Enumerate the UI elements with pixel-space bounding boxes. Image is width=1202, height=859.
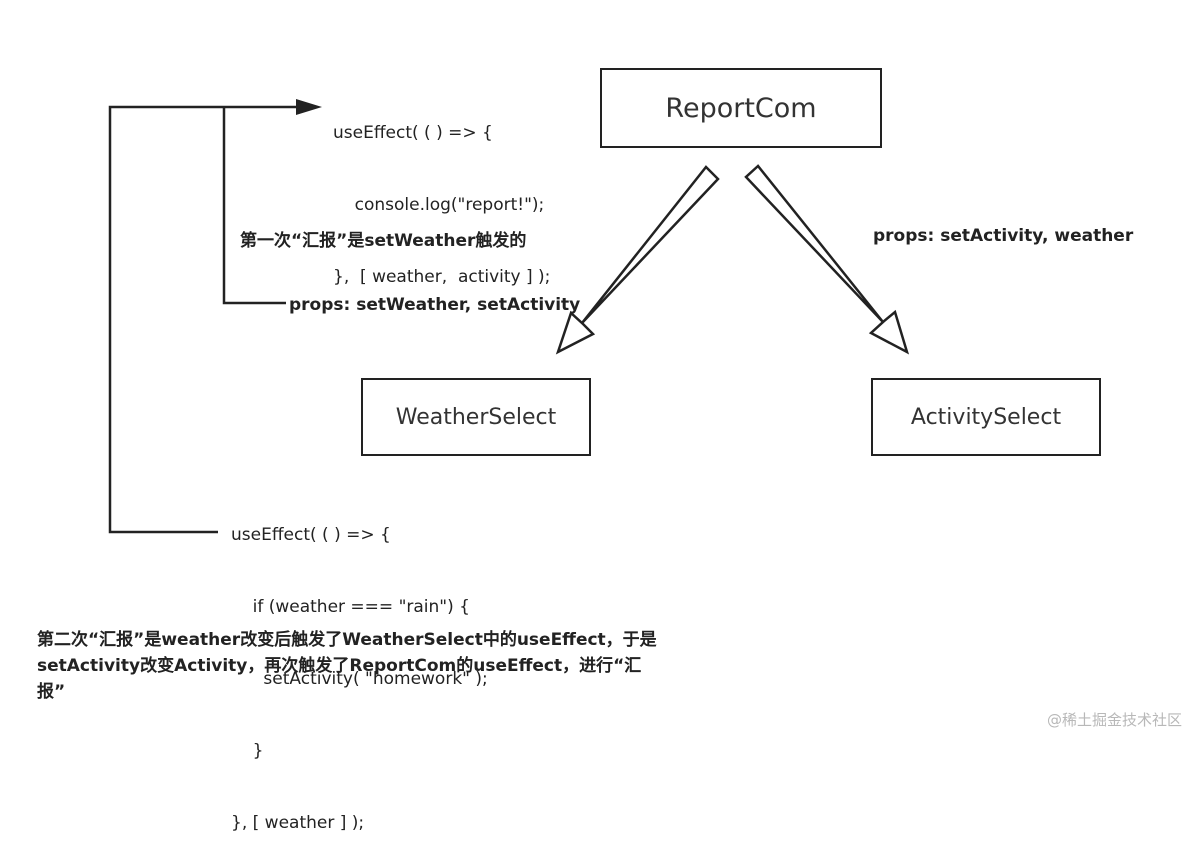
diagram-connectors xyxy=(108,99,910,534)
code-line: console.log("report!"); xyxy=(333,195,545,215)
code-block-top: useEffect( ( ) => { console.log("report!… xyxy=(333,73,550,313)
node-weatherselect: WeatherSelect xyxy=(361,378,591,456)
feedback-loop-outer-line xyxy=(108,105,300,534)
label-props-weather: props: setWeather, setActivity xyxy=(289,295,581,315)
node-reportcom-label: ReportCom xyxy=(665,92,817,124)
code-line: useEffect( ( ) => { xyxy=(333,123,493,143)
code-line: }, [ weather ] ); xyxy=(231,813,365,833)
arrow-to-activity-select xyxy=(744,164,910,355)
note-line: setActivity改变Activity，再次触发了ReportCom的use… xyxy=(37,656,642,676)
feedback-loop-inner-line xyxy=(222,107,286,305)
code-line: if (weather === "rain") { xyxy=(231,597,470,617)
node-activityselect: ActivitySelect xyxy=(871,378,1101,456)
watermark: @稀土掘金技术社区 xyxy=(1046,711,1182,729)
node-weatherselect-label: WeatherSelect xyxy=(395,404,557,430)
code-line: useEffect( ( ) => { xyxy=(231,525,391,545)
code-line: }, [ weather, activity ] ); xyxy=(333,267,551,287)
node-reportcom: ReportCom xyxy=(600,68,882,148)
note-line: 第二次“汇报”是weather改变后触发了WeatherSelect中的useE… xyxy=(37,630,657,650)
loop-arrowhead xyxy=(296,99,322,115)
code-line: setActivity( "homework" ); xyxy=(231,669,488,689)
node-activityselect-label: ActivitySelect xyxy=(910,404,1062,430)
label-props-activity: props: setActivity, weather xyxy=(873,226,1134,246)
label-first-report: 第一次“汇报”是setWeather触发的 xyxy=(240,231,527,251)
code-line: } xyxy=(231,741,264,761)
note-line: 报” xyxy=(37,682,66,702)
arrow-to-weather-select xyxy=(555,165,720,355)
note-second-report: 第二次“汇报”是weather改变后触发了WeatherSelect中的useE… xyxy=(37,627,657,705)
